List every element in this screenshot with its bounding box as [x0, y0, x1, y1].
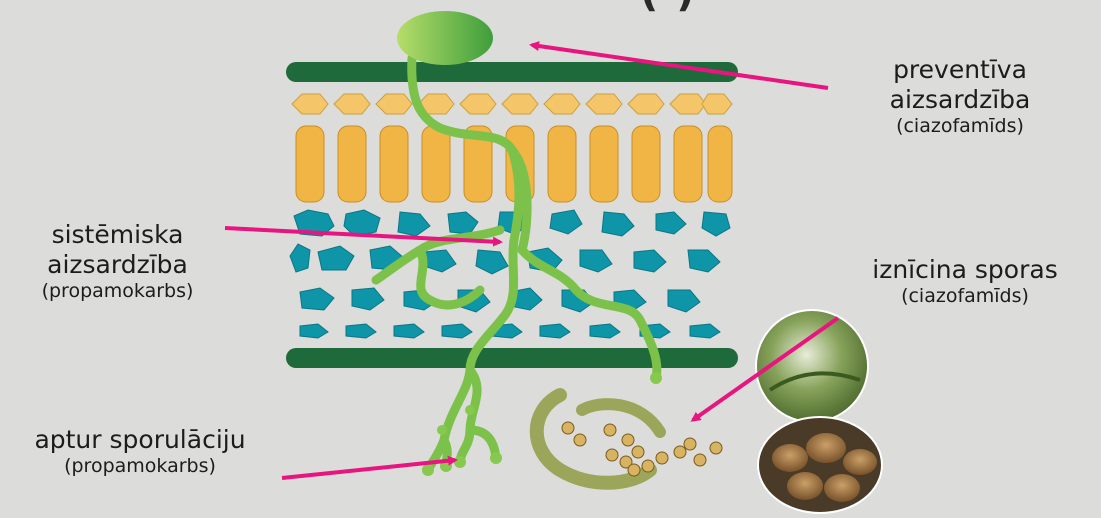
released-spores	[562, 422, 722, 476]
label-preventive-line1: preventīva	[860, 55, 1060, 85]
palisade-top-cells	[292, 94, 732, 114]
zoospore-on-leaf	[397, 11, 493, 65]
infected-tubers-photo	[758, 417, 882, 513]
label-sporulation: aptur sporulāciju (propamokarbs)	[0, 425, 280, 478]
label-spores-line1: iznīcina sporas	[840, 255, 1090, 285]
label-spores: iznīcina sporas (ciazofamīds)	[840, 255, 1090, 308]
lower-epidermis	[286, 348, 738, 368]
label-preventive-sub: (ciazofamīds)	[860, 115, 1060, 138]
label-sporulation-line1: aptur sporulāciju	[0, 425, 280, 455]
label-preventive: preventīva aizsardzība (ciazofamīds)	[860, 55, 1060, 138]
sporangium	[537, 395, 660, 483]
label-systemic-sub: (propamokarbs)	[5, 280, 230, 303]
label-spores-sub: (ciazofamīds)	[840, 285, 1090, 308]
label-systemic: sistēmiska aizsardzība (propamokarbs)	[5, 220, 230, 303]
label-systemic-line1: sistēmiska	[5, 220, 230, 250]
label-systemic-line2: aizsardzība	[5, 250, 230, 280]
label-preventive-line2: aizsardzība	[860, 85, 1060, 115]
label-sporulation-sub: (propamokarbs)	[0, 455, 280, 478]
